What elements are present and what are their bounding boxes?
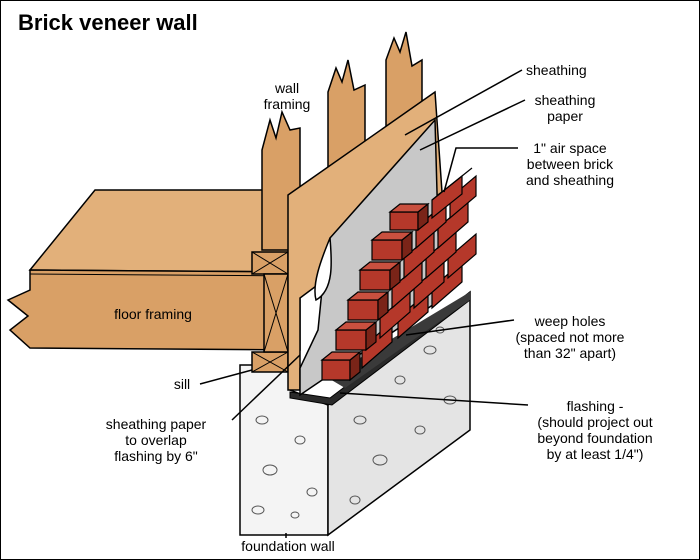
label-sheathing-paper: sheathing paper — [534, 92, 596, 124]
diagram-title: Brick veneer wall — [18, 10, 198, 35]
label-floor-framing: floor framing — [114, 306, 192, 322]
sill — [251, 351, 289, 373]
label-sheathing-overlap: sheathing paper to overlap flashing by 6… — [105, 416, 207, 464]
label-sill: sill — [173, 376, 191, 392]
label-foundation-wall: foundation wall — [241, 538, 335, 554]
label-wall-framing: wall framing — [263, 80, 311, 112]
label-air-space: 1" air space between brick and sheathing — [526, 140, 614, 188]
label-weep-holes: weep holes (spaced not more than 32" apa… — [515, 313, 625, 361]
brick-veneer — [320, 167, 477, 382]
floor-framing — [6, 189, 301, 351]
label-sheathing: sheathing — [526, 62, 587, 78]
sheathing-paper-curl — [314, 237, 333, 302]
label-flashing: flashing - (should project out beyond fo… — [537, 398, 653, 462]
leader-lines — [199, 69, 529, 538]
